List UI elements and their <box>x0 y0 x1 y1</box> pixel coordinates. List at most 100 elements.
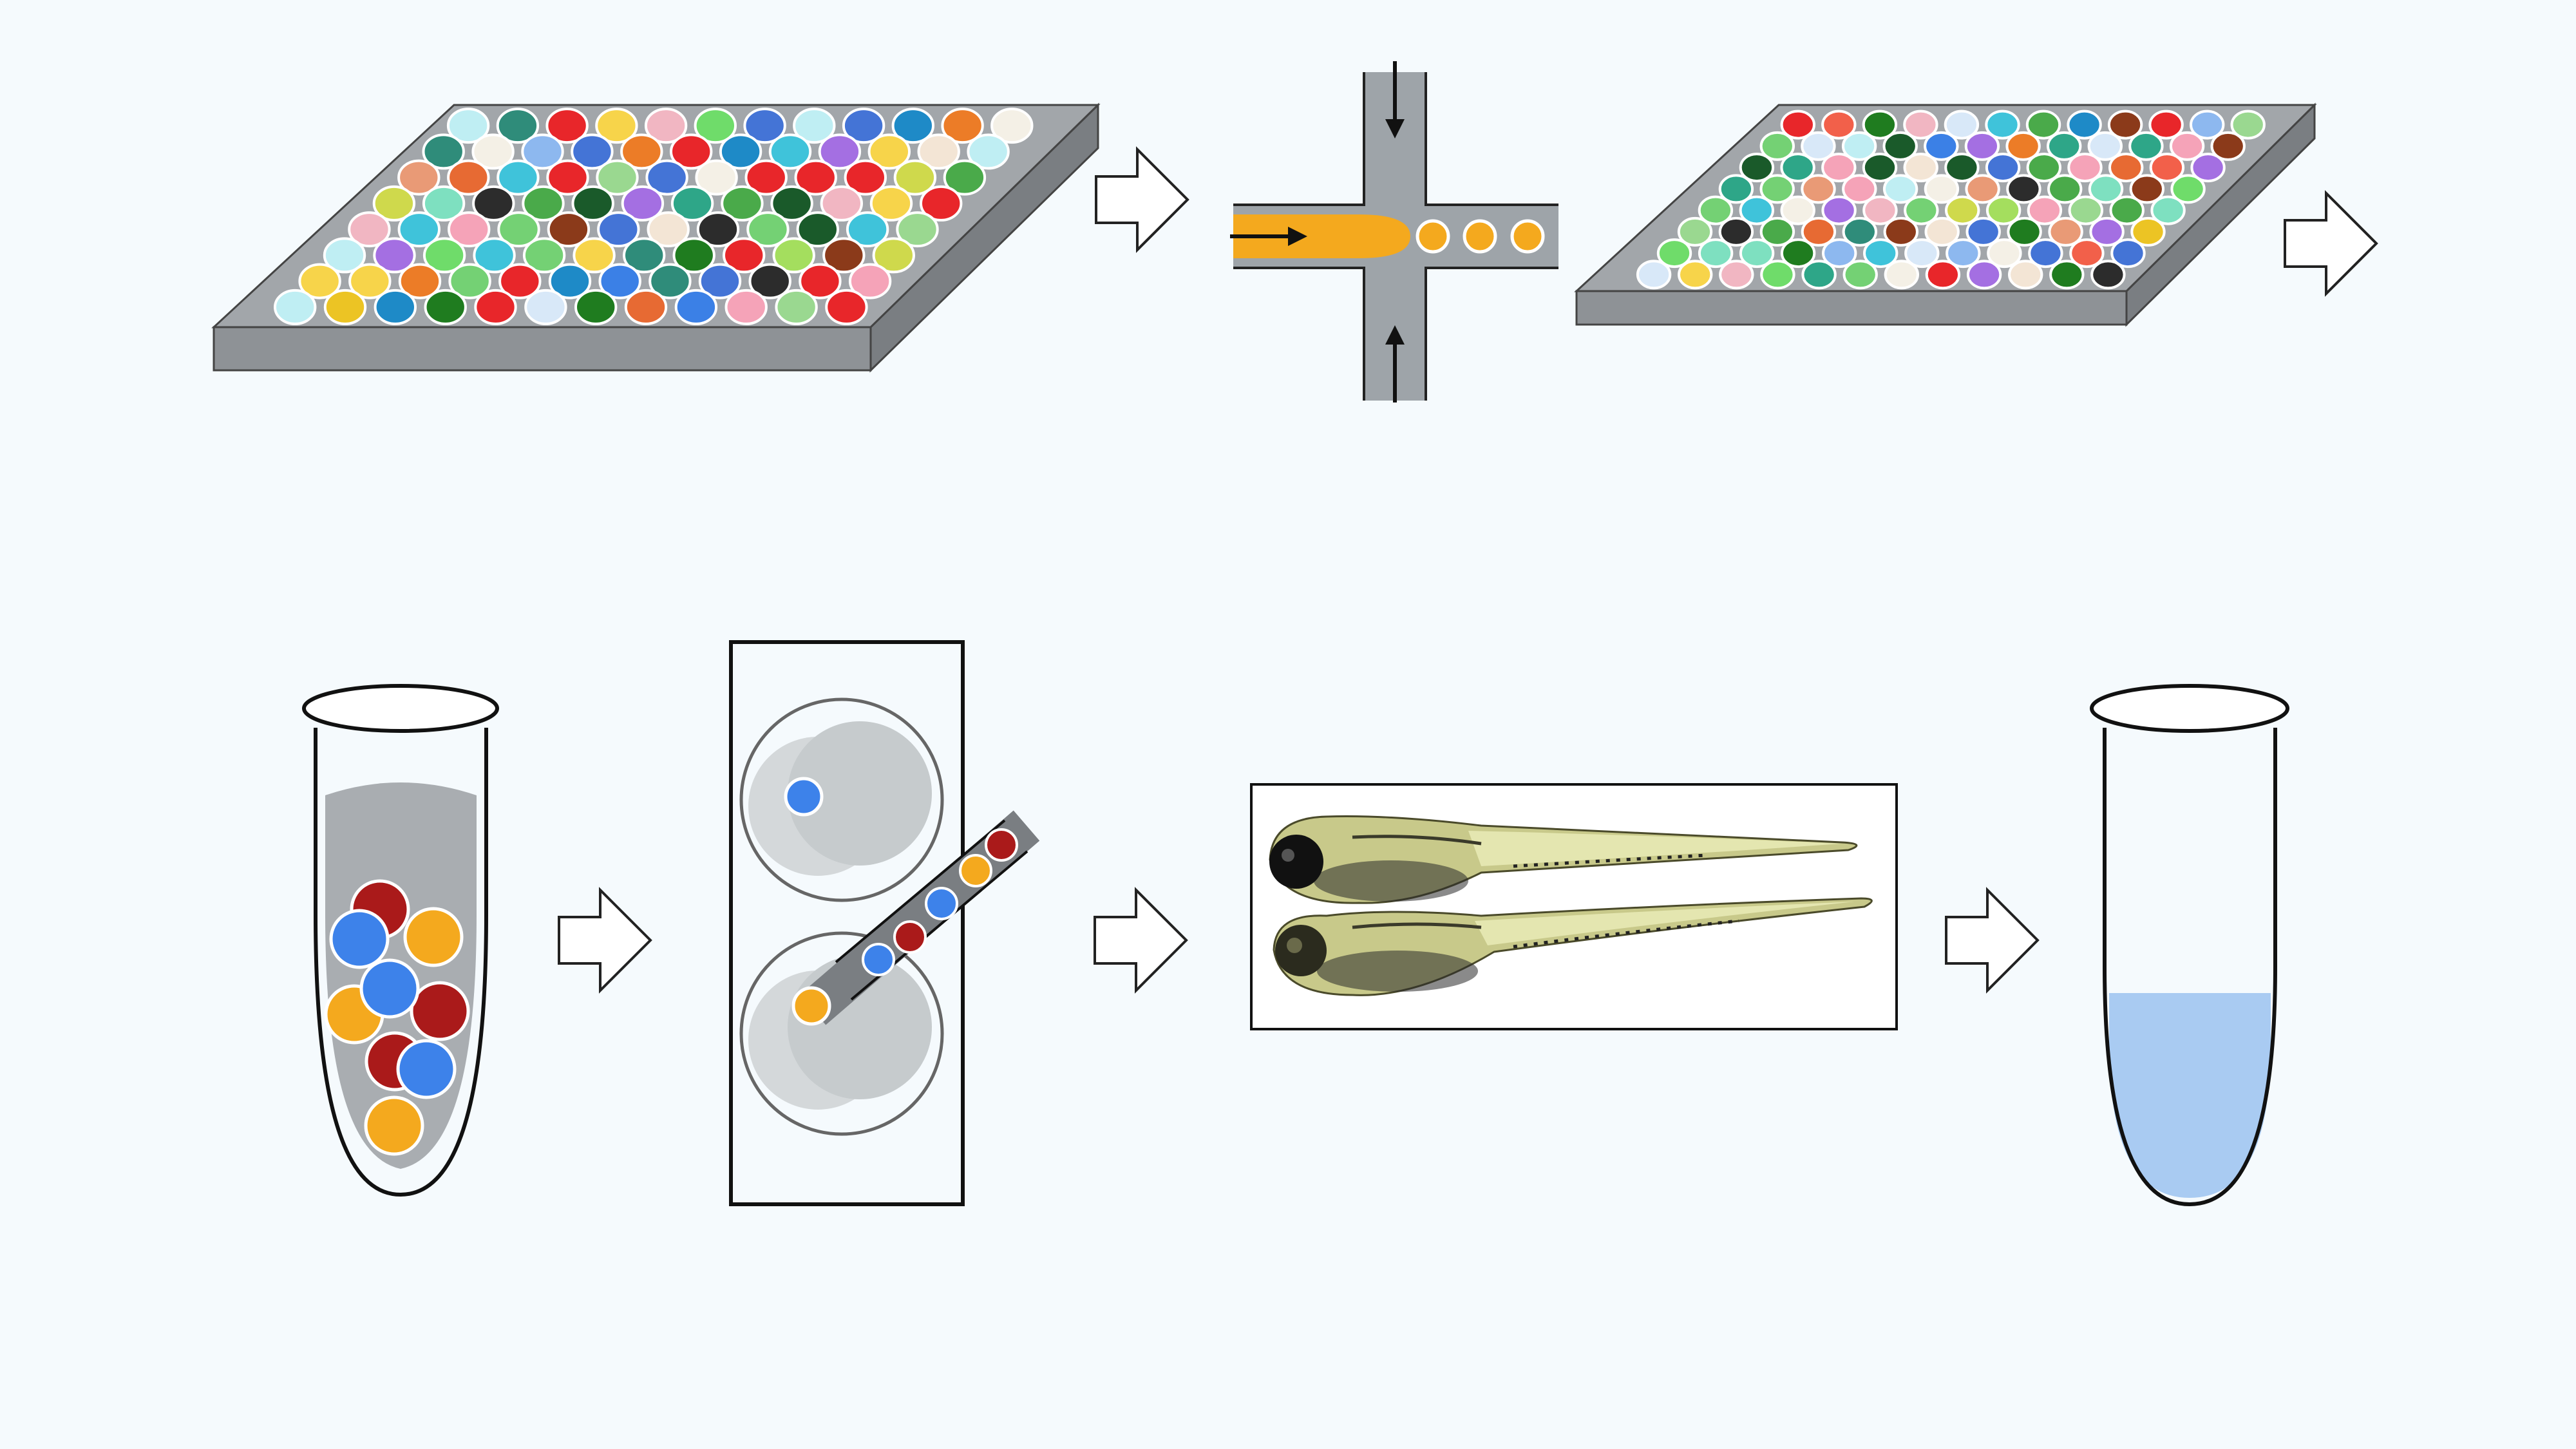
well <box>2169 131 2205 161</box>
well <box>496 108 540 144</box>
well <box>645 159 688 196</box>
well <box>1841 131 1877 161</box>
well <box>1656 238 1692 269</box>
well <box>474 289 517 325</box>
well <box>323 237 366 274</box>
final-tube <box>2090 684 2289 1207</box>
well <box>573 237 616 274</box>
well <box>1946 238 1981 269</box>
well <box>1718 216 1754 247</box>
well <box>471 133 515 170</box>
well <box>422 185 466 222</box>
well <box>672 237 715 274</box>
well <box>522 185 565 222</box>
dispersed-phase <box>1233 214 1410 258</box>
well <box>896 211 939 248</box>
well <box>799 263 842 299</box>
well <box>748 263 791 299</box>
well <box>498 263 542 299</box>
well <box>473 237 516 274</box>
well <box>1945 195 1980 225</box>
well <box>571 185 614 222</box>
well <box>2088 174 2124 204</box>
well <box>1842 174 1877 204</box>
well <box>917 133 960 170</box>
well <box>2067 109 2102 140</box>
well <box>1801 131 1836 161</box>
well <box>545 108 589 144</box>
pooled-tube <box>302 684 499 1197</box>
well <box>2190 153 2226 183</box>
well <box>723 237 766 274</box>
well <box>649 263 692 299</box>
right-arrow-icon <box>558 887 652 994</box>
well <box>2008 260 2043 290</box>
well <box>2006 174 2041 204</box>
well <box>1801 174 1836 204</box>
well <box>472 185 515 222</box>
well <box>644 108 688 144</box>
well <box>1944 109 1980 140</box>
right-arrow-icon <box>1945 887 2040 994</box>
well <box>2110 238 2146 269</box>
well <box>2210 131 2246 161</box>
well <box>768 133 812 170</box>
well <box>522 237 566 274</box>
well <box>571 133 614 170</box>
well <box>422 133 465 170</box>
well <box>2150 195 2186 225</box>
well <box>348 263 392 299</box>
droplet <box>1416 219 1450 254</box>
well <box>546 159 589 196</box>
well <box>793 108 836 144</box>
well <box>775 289 818 325</box>
well <box>1821 195 1857 225</box>
well <box>422 237 466 274</box>
flow-arrow-icon <box>1230 227 1307 246</box>
well <box>1780 238 1816 269</box>
injection-dish <box>729 640 1040 1206</box>
well <box>2128 131 2164 161</box>
well <box>1862 195 1898 225</box>
well <box>1677 216 1713 247</box>
well <box>620 133 663 170</box>
well <box>990 108 1034 144</box>
well <box>374 289 417 325</box>
well <box>1904 195 1939 225</box>
well <box>2027 195 2063 225</box>
well <box>818 133 862 170</box>
well <box>1739 238 1775 269</box>
droplet <box>1463 219 1497 254</box>
well <box>2005 131 2041 161</box>
zebrafish-larva <box>1273 897 1873 996</box>
tube-rim <box>302 684 499 733</box>
well <box>721 185 764 222</box>
well <box>822 237 866 274</box>
well <box>772 237 815 274</box>
well <box>2087 131 2123 161</box>
well <box>1965 174 2000 204</box>
well <box>794 159 837 196</box>
well <box>623 237 666 274</box>
tube-body <box>2103 728 2277 1207</box>
well <box>2170 174 2206 204</box>
well <box>1636 260 1672 290</box>
well <box>398 263 442 299</box>
well <box>497 211 540 248</box>
well <box>1965 216 2001 247</box>
well <box>1821 153 1857 183</box>
plate-wells <box>1636 109 2266 290</box>
well <box>596 159 639 196</box>
plate-wells <box>274 108 1034 325</box>
well <box>770 185 813 222</box>
well <box>1759 131 1795 161</box>
well <box>1739 153 1775 183</box>
well <box>2026 153 2062 183</box>
well <box>967 133 1010 170</box>
well <box>2067 153 2103 183</box>
well <box>1718 174 1754 204</box>
well <box>1924 216 1960 247</box>
well <box>2047 131 2082 161</box>
well <box>1883 216 1919 247</box>
